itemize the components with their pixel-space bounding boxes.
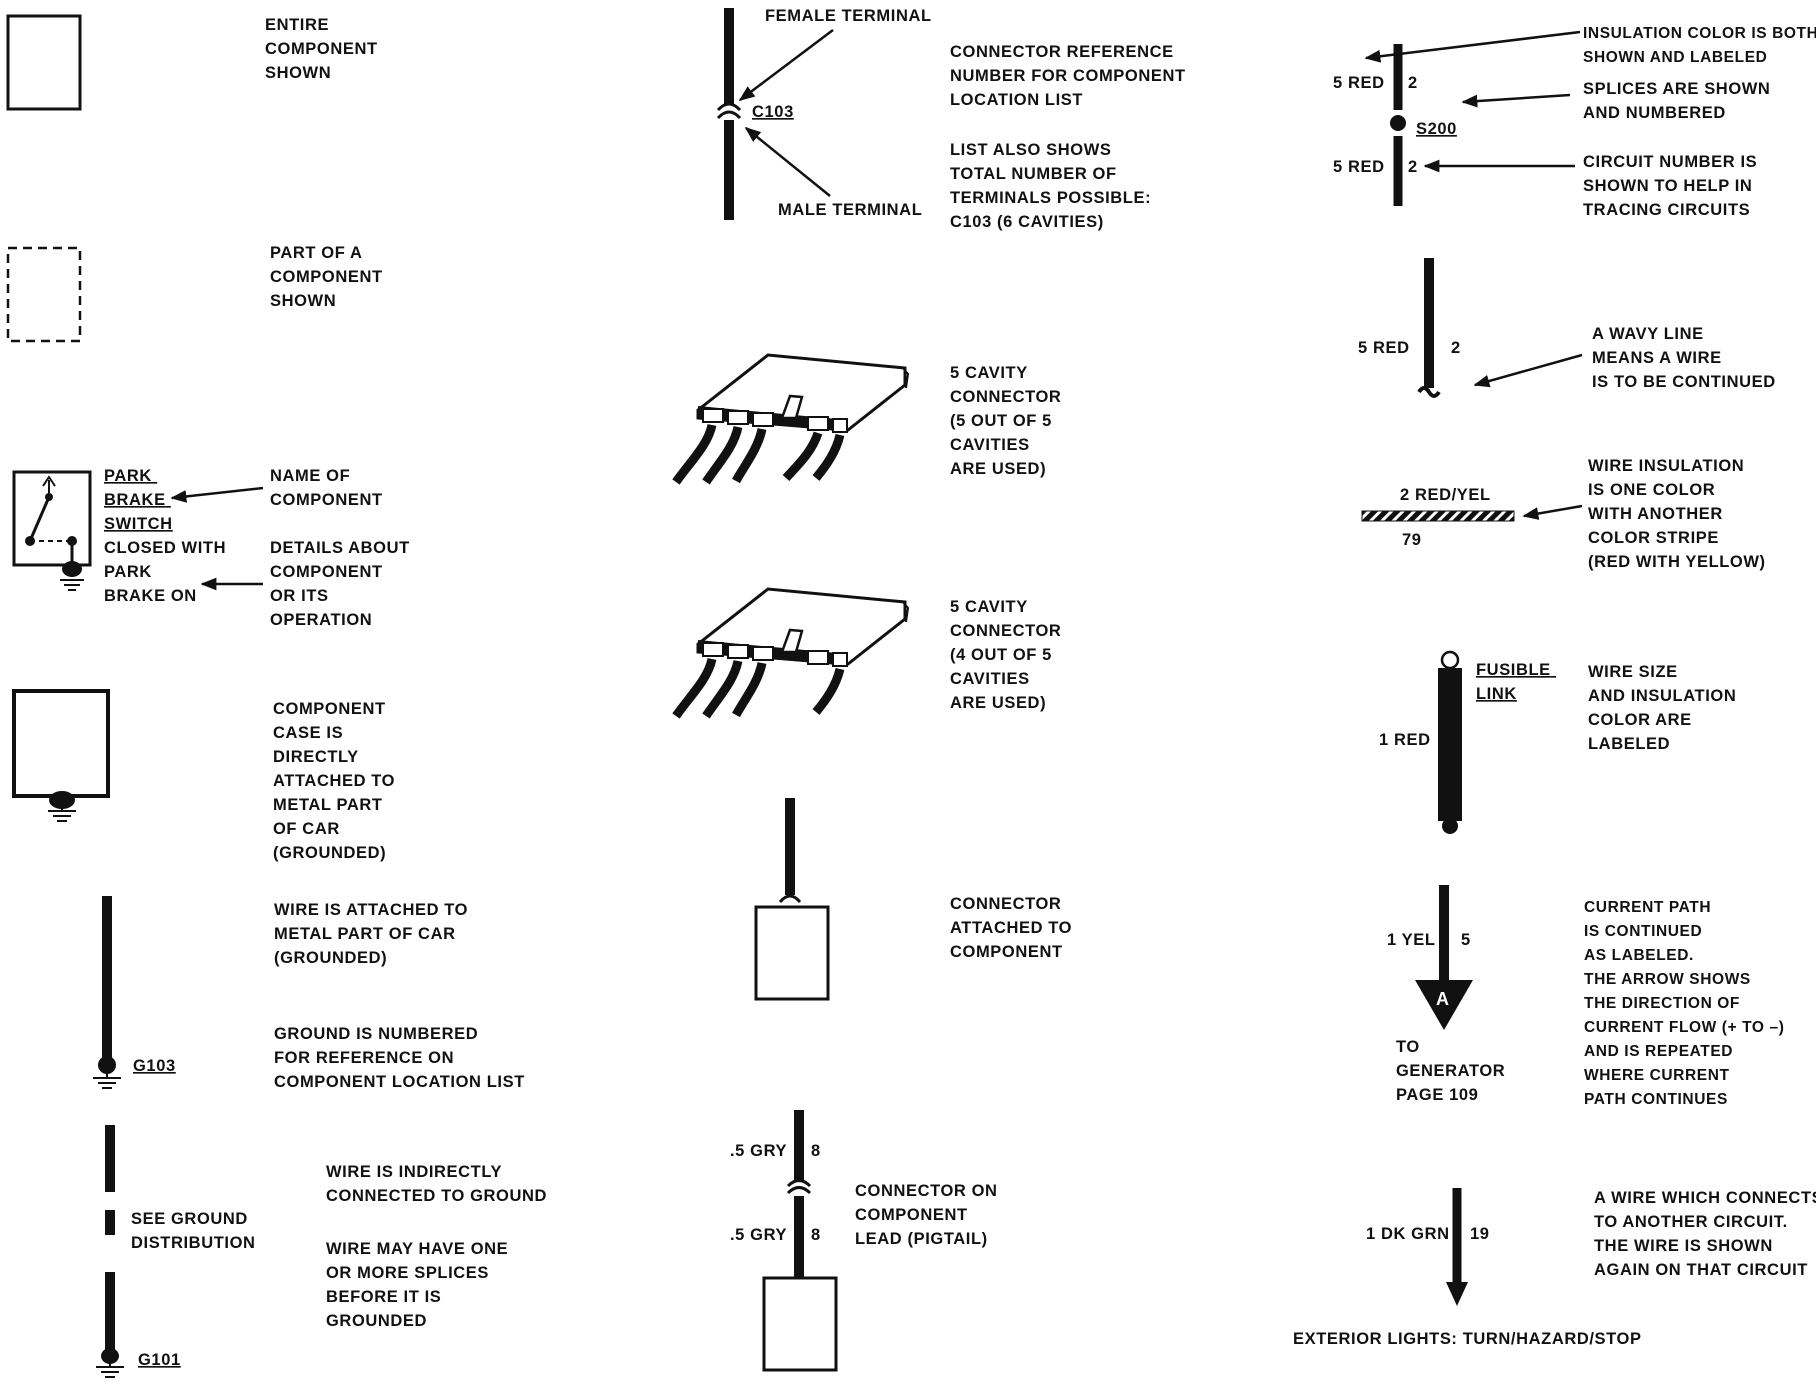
gry-bottom-num: 8 <box>811 1226 821 1244</box>
ground-numbered-text: GROUND IS NUMBERED FOR REFERENCE ON COMP… <box>274 1025 525 1091</box>
wavy-num: 2 <box>1451 339 1461 357</box>
cavity5-text: 5 CAVITY CONNECTOR (5 OUT OF 5 CAVITIES … <box>950 364 1067 478</box>
ground-id-g101: G101 <box>138 1351 181 1369</box>
cavity4-text: 5 CAVITY CONNECTOR (4 OUT OF 5 CAVITIES … <box>950 598 1067 712</box>
footer-caption: EXTERIOR LIGHTS: TURN/HAZARD/STOP <box>1293 1330 1642 1348</box>
wavy-red-label: 5 RED <box>1358 339 1410 357</box>
fusible-label: FUSIBLE LINK <box>1476 661 1556 703</box>
list-shows-text: LIST ALSO SHOWS TOTAL NUMBER OF TERMINAL… <box>950 141 1156 231</box>
to-generator-text: TO GENERATOR PAGE 109 <box>1396 1038 1511 1104</box>
splices-text: WIRE MAY HAVE ONE OR MORE SPLICES BEFORE… <box>326 1240 513 1330</box>
gry-top-num: 8 <box>811 1142 821 1160</box>
gry-top-label: .5 GRY <box>730 1142 787 1160</box>
connects-text: A WIRE WHICH CONNECTS TO ANOTHER CIRCUIT… <box>1594 1189 1816 1279</box>
entire-component-text: ENTIRE COMPONENT SHOWN <box>265 16 383 82</box>
arrow-letter: A <box>1436 989 1450 1009</box>
switch-name-text: PARK BRAKE SWITCH <box>104 467 173 533</box>
pigtail-text: CONNECTOR ON COMPONENT LEAD (PIGTAIL) <box>855 1182 1003 1248</box>
wavy-wire-symbol <box>1417 258 1441 398</box>
insulation-color-arrow <box>1364 30 1581 63</box>
splice-s200-id: S200 <box>1416 120 1457 138</box>
splices-shown-text: SPLICES ARE SHOWN AND NUMBERED <box>1583 80 1776 122</box>
striped-wire-symbol <box>1361 510 1515 522</box>
female-terminal-arrow <box>738 29 834 101</box>
stripe-text: WIRE INSULATION IS ONE COLOR WITH ANOTHE… <box>1588 457 1766 571</box>
circuit-number-text: CIRCUIT NUMBER IS SHOWN TO HELP IN TRACI… <box>1583 153 1762 219</box>
connector-ref-text: CONNECTOR REFERENCE NUMBER FOR COMPONENT… <box>950 43 1191 109</box>
wire-size-text: WIRE SIZE AND INSULATION COLOR ARE LABEL… <box>1588 663 1742 753</box>
gry-bottom-label: .5 GRY <box>730 1226 787 1244</box>
other-circuit-arrow-symbol <box>1446 1188 1468 1306</box>
wire-attached-text: WIRE IS ATTACHED TO METAL PART OF CAR (G… <box>274 901 473 967</box>
connector-attached-text: CONNECTOR ATTACHED TO COMPONENT <box>950 895 1077 961</box>
name-of-component-text: NAME OF COMPONENT <box>270 467 383 509</box>
yel-num: 5 <box>1461 931 1471 949</box>
entire-component-box <box>6 14 82 111</box>
male-terminal-arrow <box>744 126 831 197</box>
current-path-text: CURRENT PATH IS CONTINUED AS LABELED. TH… <box>1584 899 1789 1108</box>
grounded-case-symbol <box>12 689 110 822</box>
wavy-arrow <box>1473 353 1583 388</box>
pigtail-connector-symbol <box>762 1110 838 1372</box>
name-arrow <box>170 486 264 503</box>
ground-wire-symbol <box>93 896 121 1089</box>
indirect-ground-text: WIRE IS INDIRECTLY CONNECTED TO GROUND <box>326 1163 547 1205</box>
stripe-label: 2 RED/YEL <box>1400 486 1491 504</box>
switch-state-text: CLOSED WITH PARK BRAKE ON <box>104 539 231 605</box>
stripe-arrow <box>1522 504 1583 520</box>
stripe-num: 79 <box>1402 531 1422 549</box>
female-terminal-label: FEMALE TERMINAL <box>765 7 932 25</box>
connector-c103-symbol <box>716 8 742 220</box>
male-terminal-label: MALE TERMINAL <box>778 201 922 219</box>
ground-id-g103: G103 <box>133 1057 176 1075</box>
wavy-text: A WAVY LINE MEANS A WIRE IS TO BE CONTIN… <box>1592 325 1776 391</box>
see-ground-text: SEE GROUND DISTRIBUTION <box>131 1210 256 1252</box>
current-path-arrow-symbol <box>1415 885 1473 1030</box>
park-brake-switch-symbol <box>12 470 92 591</box>
red-bottom-label: 5 RED <box>1333 158 1385 176</box>
indirect-ground-symbol <box>96 1125 124 1378</box>
connector-5of5-symbol <box>672 353 910 485</box>
connector-attached-symbol <box>754 798 830 1001</box>
dkgrn-num: 19 <box>1470 1225 1490 1243</box>
part-component-text: PART OF A COMPONENT SHOWN <box>270 244 388 310</box>
connector-4of5-symbol <box>672 587 910 719</box>
splice-s200-symbol <box>1390 44 1406 206</box>
connector-c103-id: C103 <box>752 103 794 121</box>
red-bottom-num: 2 <box>1408 158 1418 176</box>
red-top-num: 2 <box>1408 74 1418 92</box>
insulation-color-text: INSULATION COLOR IS BOTH SHOWN AND LABEL… <box>1583 25 1816 66</box>
yel-label: 1 YEL <box>1387 931 1436 949</box>
red-top-label: 5 RED <box>1333 74 1385 92</box>
fusible-link-symbol <box>1438 650 1462 834</box>
splice-arrow <box>1461 93 1571 108</box>
fusible-red-label: 1 RED <box>1379 731 1431 749</box>
dkgrn-label: 1 DK GRN <box>1366 1225 1450 1243</box>
case-grounded-text: COMPONENT CASE IS DIRECTLY ATTACHED TO M… <box>273 700 400 862</box>
details-text: DETAILS ABOUT COMPONENT OR ITS OPERATION <box>270 539 415 629</box>
part-component-box <box>6 246 82 343</box>
